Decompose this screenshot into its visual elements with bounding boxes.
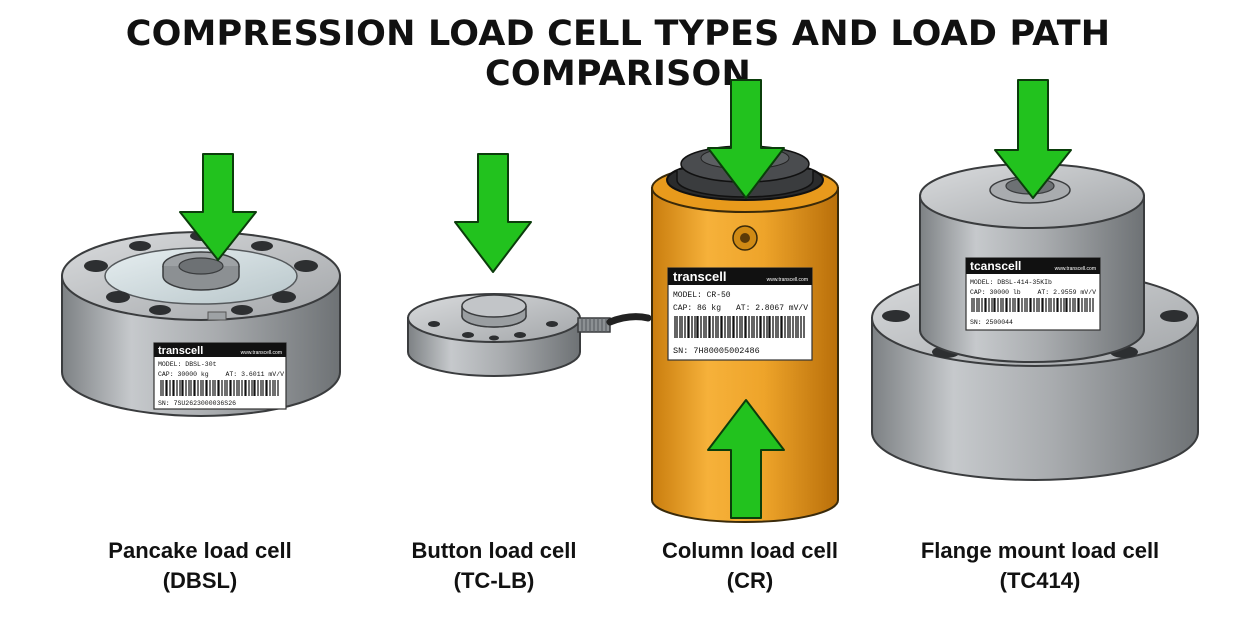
- flange-caption-model: (TC414): [999, 568, 1081, 593]
- flange-caption-name: Flange mount load cell: [920, 538, 1160, 563]
- button-load-cell: [407, 153, 652, 377]
- pancake-label-model: MODEL: DBSL-30t: [158, 361, 217, 368]
- button-caption: Button load cell (TC-LB): [374, 536, 614, 596]
- pancake-barcode: [160, 380, 279, 396]
- column-barcode: [674, 316, 805, 338]
- column-label-at: AT: 2.8067 mV/V: [736, 304, 808, 313]
- column-load-arrow-down: [707, 79, 785, 199]
- pancake-caption-model: (DBSL): [162, 568, 238, 593]
- flange-product-label: tcanscell www.transcell.com MODEL: DBSL-…: [965, 257, 1101, 331]
- column-caption-model: (CR): [726, 568, 774, 593]
- column-caption: Column load cell (CR): [630, 536, 870, 596]
- column-label-brand: transcell: [673, 269, 726, 284]
- pancake-label-brand: transcell: [158, 345, 203, 357]
- button-caption-model: (TC-LB): [453, 568, 535, 593]
- pancake-product-label: transcell www.transcell.com MODEL: DBSL-…: [153, 342, 287, 410]
- flange-label-url: www.transcell.com: [1055, 266, 1096, 272]
- flange-label-at: AT: 2.9559 mV/V: [1037, 289, 1096, 296]
- button-cable: [577, 313, 652, 333]
- flange-label-cap: CAP: 30000 lb: [970, 289, 1021, 296]
- column-label-cap: CAP: 86 kg: [673, 304, 721, 313]
- flange-label-brand: tcanscell: [970, 259, 1021, 273]
- pancake-caption-name: Pancake load cell: [108, 538, 292, 563]
- pancake-caption: Pancake load cell (DBSL): [70, 536, 330, 596]
- flange-barcode: [971, 298, 1094, 312]
- pancake-load-arrow-down: [179, 153, 257, 261]
- flange-label-sn: SN: 2500044: [970, 319, 1013, 326]
- pancake-label-cap: CAP: 30000 kg: [158, 371, 209, 378]
- button-load-arrow-down: [454, 153, 532, 273]
- pancake-load-cell: transcell www.transcell.com MODEL: DBSL-…: [61, 153, 341, 417]
- figure-title: COMPRESSION LOAD CELL TYPES AND LOAD PAT…: [125, 14, 1111, 94]
- pancake-label-url: www.transcell.com: [241, 350, 282, 356]
- column-label-url: www.transcell.com: [767, 277, 808, 283]
- column-caption-name: Column load cell: [661, 538, 839, 563]
- column-load-arrow-up: [707, 399, 785, 519]
- column-label-sn: SN: 7H80005002486: [673, 346, 760, 356]
- flange-mount-load-cell: tcanscell www.transcell.com MODEL: DBSL-…: [871, 79, 1199, 481]
- column-load-cell: transcell www.transcell.com MODEL: CR-50…: [651, 79, 839, 523]
- column-product-label: transcell www.transcell.com MODEL: CR-50…: [667, 267, 813, 361]
- button-caption-name: Button load cell: [411, 538, 577, 563]
- flange-label-model: MODEL: DBSL-414-35KIb: [970, 279, 1052, 286]
- flange-load-arrow-down: [994, 79, 1072, 199]
- flange-caption: Flange mount load cell (TC414): [900, 536, 1180, 596]
- pancake-label-at: AT: 3.6011 mV/V: [225, 371, 284, 378]
- pancake-label-sn: SN: 7SU2623000036S26: [158, 400, 236, 407]
- column-label-model: MODEL: CR-50: [673, 291, 731, 300]
